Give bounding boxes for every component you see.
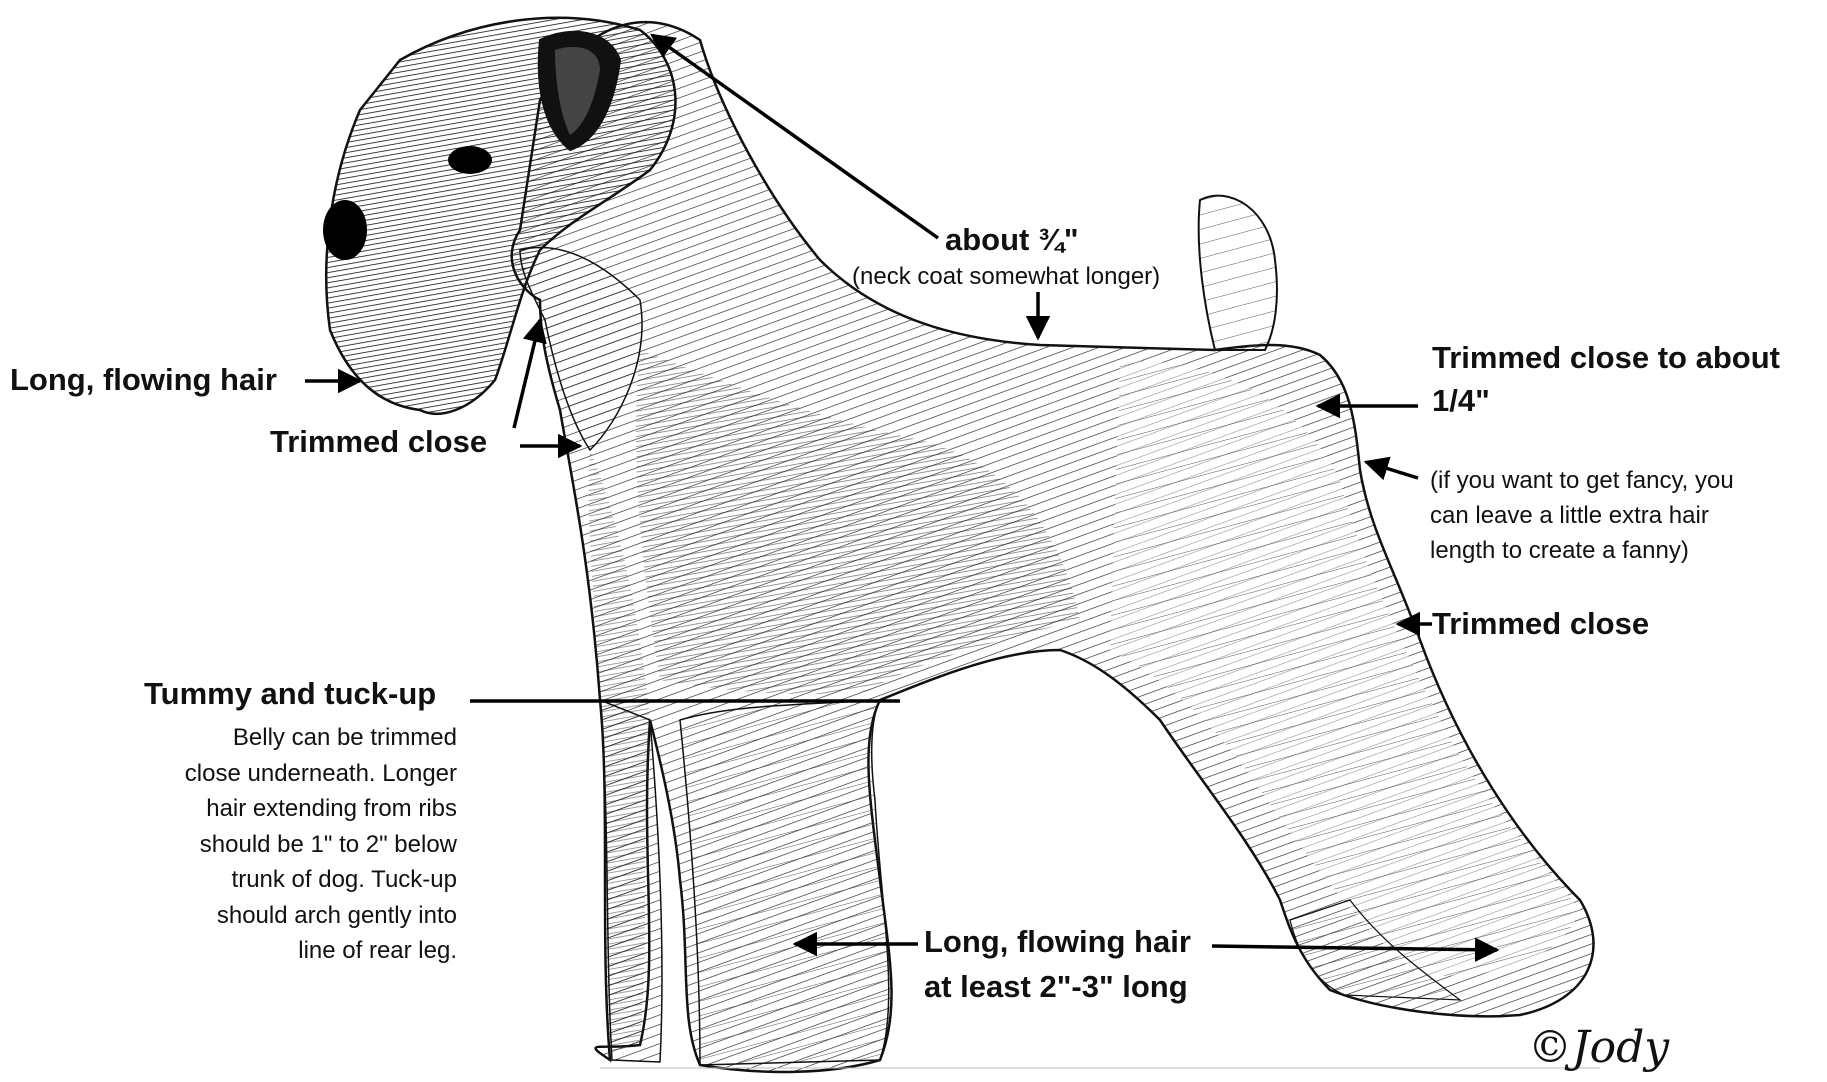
- tummy-line: line of rear leg.: [100, 933, 457, 969]
- label-tummy-text: Belly can be trimmed close underneath. L…: [100, 720, 457, 969]
- arrow-rear-fanny: [1366, 462, 1418, 478]
- label-rear-line2: 1/4": [1432, 383, 1490, 419]
- label-legs-line2: at least 2"-3" long: [924, 969, 1188, 1005]
- label-legs-line1: Long, flowing hair: [924, 924, 1191, 960]
- arrow-neck-front-up: [514, 320, 540, 428]
- label-tummy-title: Tummy and tuck-up: [144, 676, 436, 712]
- label-rear-note: (if you want to get fancy, you can leave…: [1430, 463, 1734, 568]
- tummy-line: Belly can be trimmed: [100, 720, 457, 756]
- tummy-line: hair extending from ribs: [100, 791, 457, 827]
- label-hock: Trimmed close: [1432, 606, 1649, 642]
- label-rear-note-line: (if you want to get fancy, you: [1430, 463, 1734, 498]
- tummy-line: should arch gently into: [100, 898, 457, 934]
- tummy-line: trunk of dog. Tuck-up: [100, 862, 457, 898]
- label-neck-front: Trimmed close: [270, 424, 487, 460]
- label-back: about ¾": [945, 222, 1079, 258]
- tummy-line: should be 1" to 2" below: [100, 827, 457, 863]
- label-rear-line1: Trimmed close to about: [1432, 340, 1780, 376]
- label-back-note: (neck coat somewhat longer): [852, 263, 1160, 291]
- label-head-hair: Long, flowing hair: [10, 362, 277, 398]
- label-rear-note-line: can leave a little extra hair: [1430, 498, 1734, 533]
- label-rear-note-line: length to create a fanny): [1430, 533, 1734, 568]
- arrow-legs-rear: [1212, 946, 1497, 950]
- artist-signature: ©Jody: [1528, 1022, 1669, 1073]
- arrow-back-to-ear: [652, 35, 938, 238]
- tummy-line: close underneath. Longer: [100, 756, 457, 792]
